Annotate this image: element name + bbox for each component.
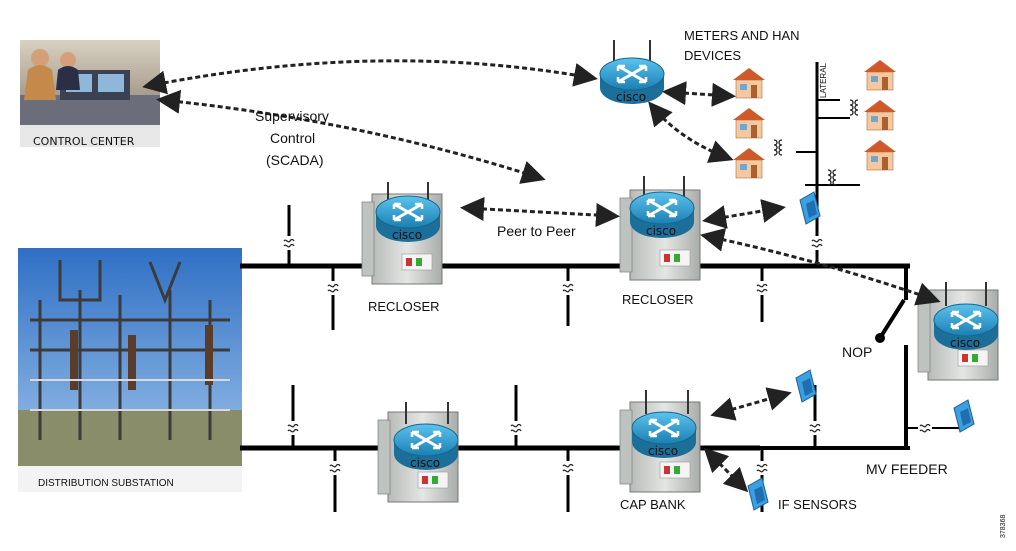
substation-caption: DISTRIBUTION SUBSTATION (38, 478, 174, 489)
recloser-left-label: RECLOSER (368, 299, 440, 314)
router-brand: cisco (648, 444, 678, 458)
router-icon: cisco (932, 302, 1000, 352)
cap-bank-label: CAP BANK (620, 497, 686, 512)
lateral-branch (796, 99, 860, 186)
meters-label-line1: METERS AND HAN (684, 28, 800, 43)
scada-label-line3: (SCADA) (266, 152, 324, 168)
router-brand: cisco (616, 90, 646, 104)
house-icon (863, 139, 897, 171)
nop-label: NOP (842, 344, 872, 360)
house-icon (732, 147, 766, 179)
if-sensors-label: IF SENSORS (778, 497, 857, 512)
lateral-label: LATERAL (819, 62, 828, 98)
router-icon: cisco (598, 56, 666, 106)
nop-switch (875, 298, 906, 343)
recloser-right-label: RECLOSER (622, 292, 694, 307)
router-icon: cisco (630, 410, 698, 460)
house-icon (732, 67, 766, 99)
scada-label-line1: Supervisory (255, 108, 329, 124)
sensor-icon (795, 369, 817, 403)
router-icon: cisco (628, 190, 696, 240)
mv-feeder-label: MV FEEDER (866, 461, 948, 477)
house-icon (863, 99, 897, 131)
antennas (387, 40, 987, 424)
scada-label-line2: Control (270, 130, 315, 146)
router-brand: cisco (646, 224, 676, 238)
router-icon: cisco (392, 422, 460, 472)
house-icons (732, 59, 897, 179)
meters-label-line2: DEVICES (684, 48, 741, 63)
house-icon (732, 107, 766, 139)
figure-id: 378368 (1000, 515, 1007, 538)
laterals (287, 62, 819, 512)
router-brand: cisco (410, 456, 440, 470)
router-brand: cisco (392, 228, 422, 242)
house-icon (863, 59, 897, 91)
router-icon: cisco (374, 194, 442, 244)
router-brand: cisco (950, 336, 980, 350)
control-center-label: CONTROL CENTER (33, 135, 135, 148)
peer-to-peer-label: Peer to Peer (497, 223, 576, 239)
substation-photo (18, 248, 242, 492)
control-center-photo (20, 40, 160, 147)
comm-links (142, 59, 941, 493)
sensor-icon (747, 477, 769, 511)
